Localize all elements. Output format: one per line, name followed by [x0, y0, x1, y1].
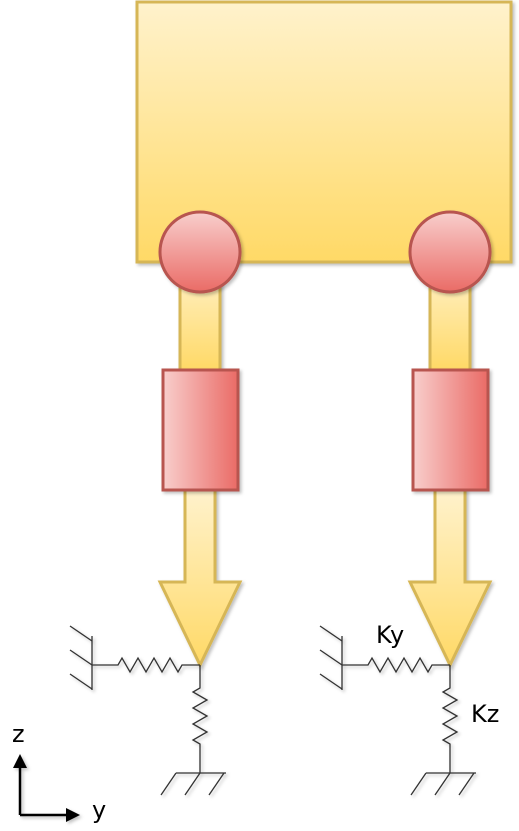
- right-leg: [407, 210, 493, 669]
- left-damper: [161, 368, 240, 492]
- y-axis-label: y: [92, 796, 106, 824]
- left-ground-contact: [69, 625, 226, 796]
- right-lower-arrow: [407, 488, 493, 669]
- left-hip-joint: [158, 210, 242, 294]
- right-damper: [411, 368, 490, 492]
- right-ground-contact: [319, 625, 476, 796]
- right-vertical-spring: [441, 665, 459, 773]
- left-vertical-spring: [191, 665, 209, 773]
- left-leg: [157, 210, 243, 669]
- ky-label: Ky: [376, 621, 404, 649]
- right-horizontal-spring: [342, 656, 450, 674]
- z-axis-label: z: [12, 720, 25, 748]
- y-axis-arrowhead: [66, 808, 80, 822]
- left-horizontal-spring: [92, 656, 200, 674]
- kz-label: Kz: [471, 700, 499, 728]
- left-lower-arrow: [157, 488, 243, 669]
- coordinate-axes: [13, 754, 80, 822]
- z-axis-arrowhead: [13, 754, 27, 768]
- right-hip-joint: [408, 210, 492, 294]
